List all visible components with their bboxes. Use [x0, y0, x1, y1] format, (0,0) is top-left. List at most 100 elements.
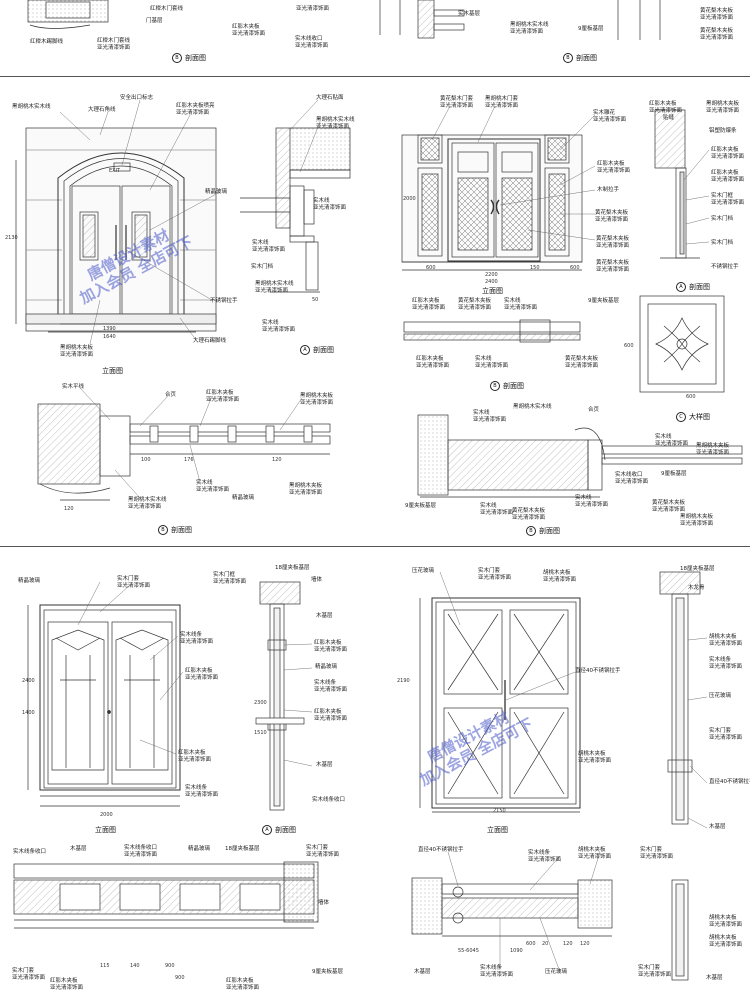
section-marker: C	[676, 412, 686, 422]
section-marker: B	[158, 525, 168, 535]
material-label: 压花玻璃	[709, 693, 732, 699]
material-label: 红影木夹板 亚光清漆饰面	[711, 170, 745, 183]
material-label: 实木线条收口	[13, 849, 47, 855]
section-marker: B	[563, 53, 573, 63]
material-label: 压花玻璃	[545, 969, 568, 975]
dimension-text: 600	[570, 265, 580, 271]
dimension-text: 2400	[22, 678, 35, 684]
material-label: 实木雕花 亚光清漆饰面	[593, 110, 627, 123]
dimension-text: 120	[563, 941, 573, 947]
material-label: 大理石贴面	[316, 95, 344, 101]
dimension-text: 1400	[22, 710, 35, 716]
material-label: 红影木夹板 亚光清漆饰面	[232, 24, 266, 37]
caption-text: 剖面图	[539, 527, 560, 535]
view-caption: 立面图	[482, 286, 503, 296]
material-label: 直径40不锈钢拉手	[575, 668, 621, 674]
material-label: 黄花梨木夹板 亚光清漆饰面	[652, 500, 686, 513]
dimension-text: 176	[184, 457, 194, 463]
dimension-text: 900	[175, 975, 185, 981]
material-label: 红影木夹板 亚光清漆饰面	[314, 709, 348, 722]
dimension-text: 1390	[103, 326, 116, 332]
caption-text: 立面图	[482, 287, 503, 295]
material-label: 9厘板基层	[578, 26, 604, 32]
material-label: 黄花梨木夹板 亚光清漆饰面	[512, 508, 546, 521]
material-label: 铝塑防爆条	[709, 128, 737, 134]
material-label: 黑胡桃木实木线 亚光清漆饰面	[316, 117, 355, 130]
dimension-text: 120	[272, 457, 282, 463]
material-label: 木基层	[414, 969, 431, 975]
material-label: 实木线 亚光清漆饰面	[480, 503, 514, 516]
material-label: 黑胡桃木实木线	[12, 104, 51, 110]
material-label: 黑胡桃木门套 亚光清漆饰面	[485, 96, 519, 109]
material-label: 红榉木门套线 亚光清漆饰面	[97, 38, 131, 51]
material-label: 黄花梨木夹板 亚光清漆饰面	[700, 8, 734, 21]
section-marker: A	[262, 825, 272, 835]
material-label: 直径40不锈钢拉手	[418, 847, 464, 853]
dimension-text: 900	[165, 963, 175, 969]
material-label: 胡桃木夹板 亚光清漆饰面	[578, 847, 612, 860]
caption-text: 剖面图	[503, 382, 524, 390]
material-label: 黑胡桃木夹板 亚光清漆饰面	[300, 393, 334, 406]
material-label: 红影木夹板 亚光清漆饰面	[711, 147, 745, 160]
material-label: 合页	[165, 392, 177, 398]
material-label: 不锈钢拉手	[711, 264, 739, 270]
material-label: 黄花梨木夹板 亚光清漆饰面	[596, 260, 630, 273]
material-label: 实木线 亚光清漆饰面	[504, 298, 538, 311]
material-label: 黑胡桃木实木线 亚光清漆饰面	[255, 281, 294, 294]
material-label: 精晶玻璃	[315, 664, 338, 670]
material-label: 18厘夹板基层	[275, 565, 310, 571]
material-label: 门基层	[146, 18, 163, 24]
material-label: 红影木夹板 亚光清漆饰面	[178, 750, 212, 763]
material-label: 实木门套 亚光清漆饰面	[640, 847, 674, 860]
material-label: 胡桃木夹板 亚光清漆饰面	[709, 634, 743, 647]
material-label: 红影木夹板 亚光清漆饰面	[314, 640, 348, 653]
material-label: 黄花梨木夹板 亚光清漆饰面	[596, 236, 630, 249]
material-label: 实木门档	[251, 264, 274, 270]
material-label: 红影木夹板 亚光清漆饰面	[416, 356, 450, 369]
material-label: 直径40不锈钢拉手	[709, 779, 750, 785]
section-marker: A	[300, 345, 310, 355]
material-label: 墙体	[311, 577, 323, 583]
material-label: 实木门档	[711, 216, 734, 222]
material-label: 实木线收口 亚光清漆饰面	[615, 472, 649, 485]
caption-text: 剖面图	[576, 54, 597, 62]
material-label: 红影木夹板 亚光清漆饰面	[185, 668, 219, 681]
material-label: 木基层	[706, 975, 723, 981]
caption-text: 大样图	[689, 413, 710, 421]
caption-text: 剖面图	[689, 283, 710, 291]
material-label: 实木门套 亚光清漆饰面	[478, 568, 512, 581]
material-label: 黑胡桃木实木线 亚光清漆饰面	[510, 22, 549, 35]
material-label: 红影木夹板 亚光清漆饰面	[206, 390, 240, 403]
material-label: 黄花梨木夹板 亚光清漆饰面	[595, 210, 629, 223]
material-label: 木基层	[316, 613, 333, 619]
material-label: 实木门套 亚光清漆饰面	[709, 728, 743, 741]
dimension-text: 2000	[100, 812, 113, 818]
material-label: 黑胡桃木实木线	[513, 404, 552, 410]
material-label: 红榉木门套线	[150, 6, 184, 12]
dimension-text: 120	[64, 506, 74, 512]
material-label: 实木线条 亚光清漆饰面	[180, 632, 214, 645]
material-label: 黑胡桃木夹板 亚光清漆饰面	[706, 101, 740, 114]
dimension-text: 1640	[103, 334, 116, 340]
dimension-text: 1510	[254, 730, 267, 736]
dimension-text: 600	[526, 941, 536, 947]
material-label: 黑胡桃木实木线 亚光清漆饰面	[128, 497, 167, 510]
material-label: 木基层	[709, 824, 726, 830]
panel-rule-middle	[0, 546, 750, 547]
material-label: 安全出口标志	[120, 95, 154, 101]
material-label: 大理石踢脚线	[193, 338, 227, 344]
dimension-text: 120	[580, 941, 590, 947]
material-label: 不锈钢拉手	[210, 298, 238, 304]
material-label: 合页	[588, 407, 600, 413]
caption-text: 立面图	[95, 826, 116, 834]
material-label: 红影木夹板 亚光清漆饰面	[412, 298, 446, 311]
material-label: 实木平线	[62, 384, 85, 390]
material-label: 红影木夹板 亚光清漆饰面	[226, 978, 260, 991]
view-caption: 立面图	[487, 825, 508, 835]
